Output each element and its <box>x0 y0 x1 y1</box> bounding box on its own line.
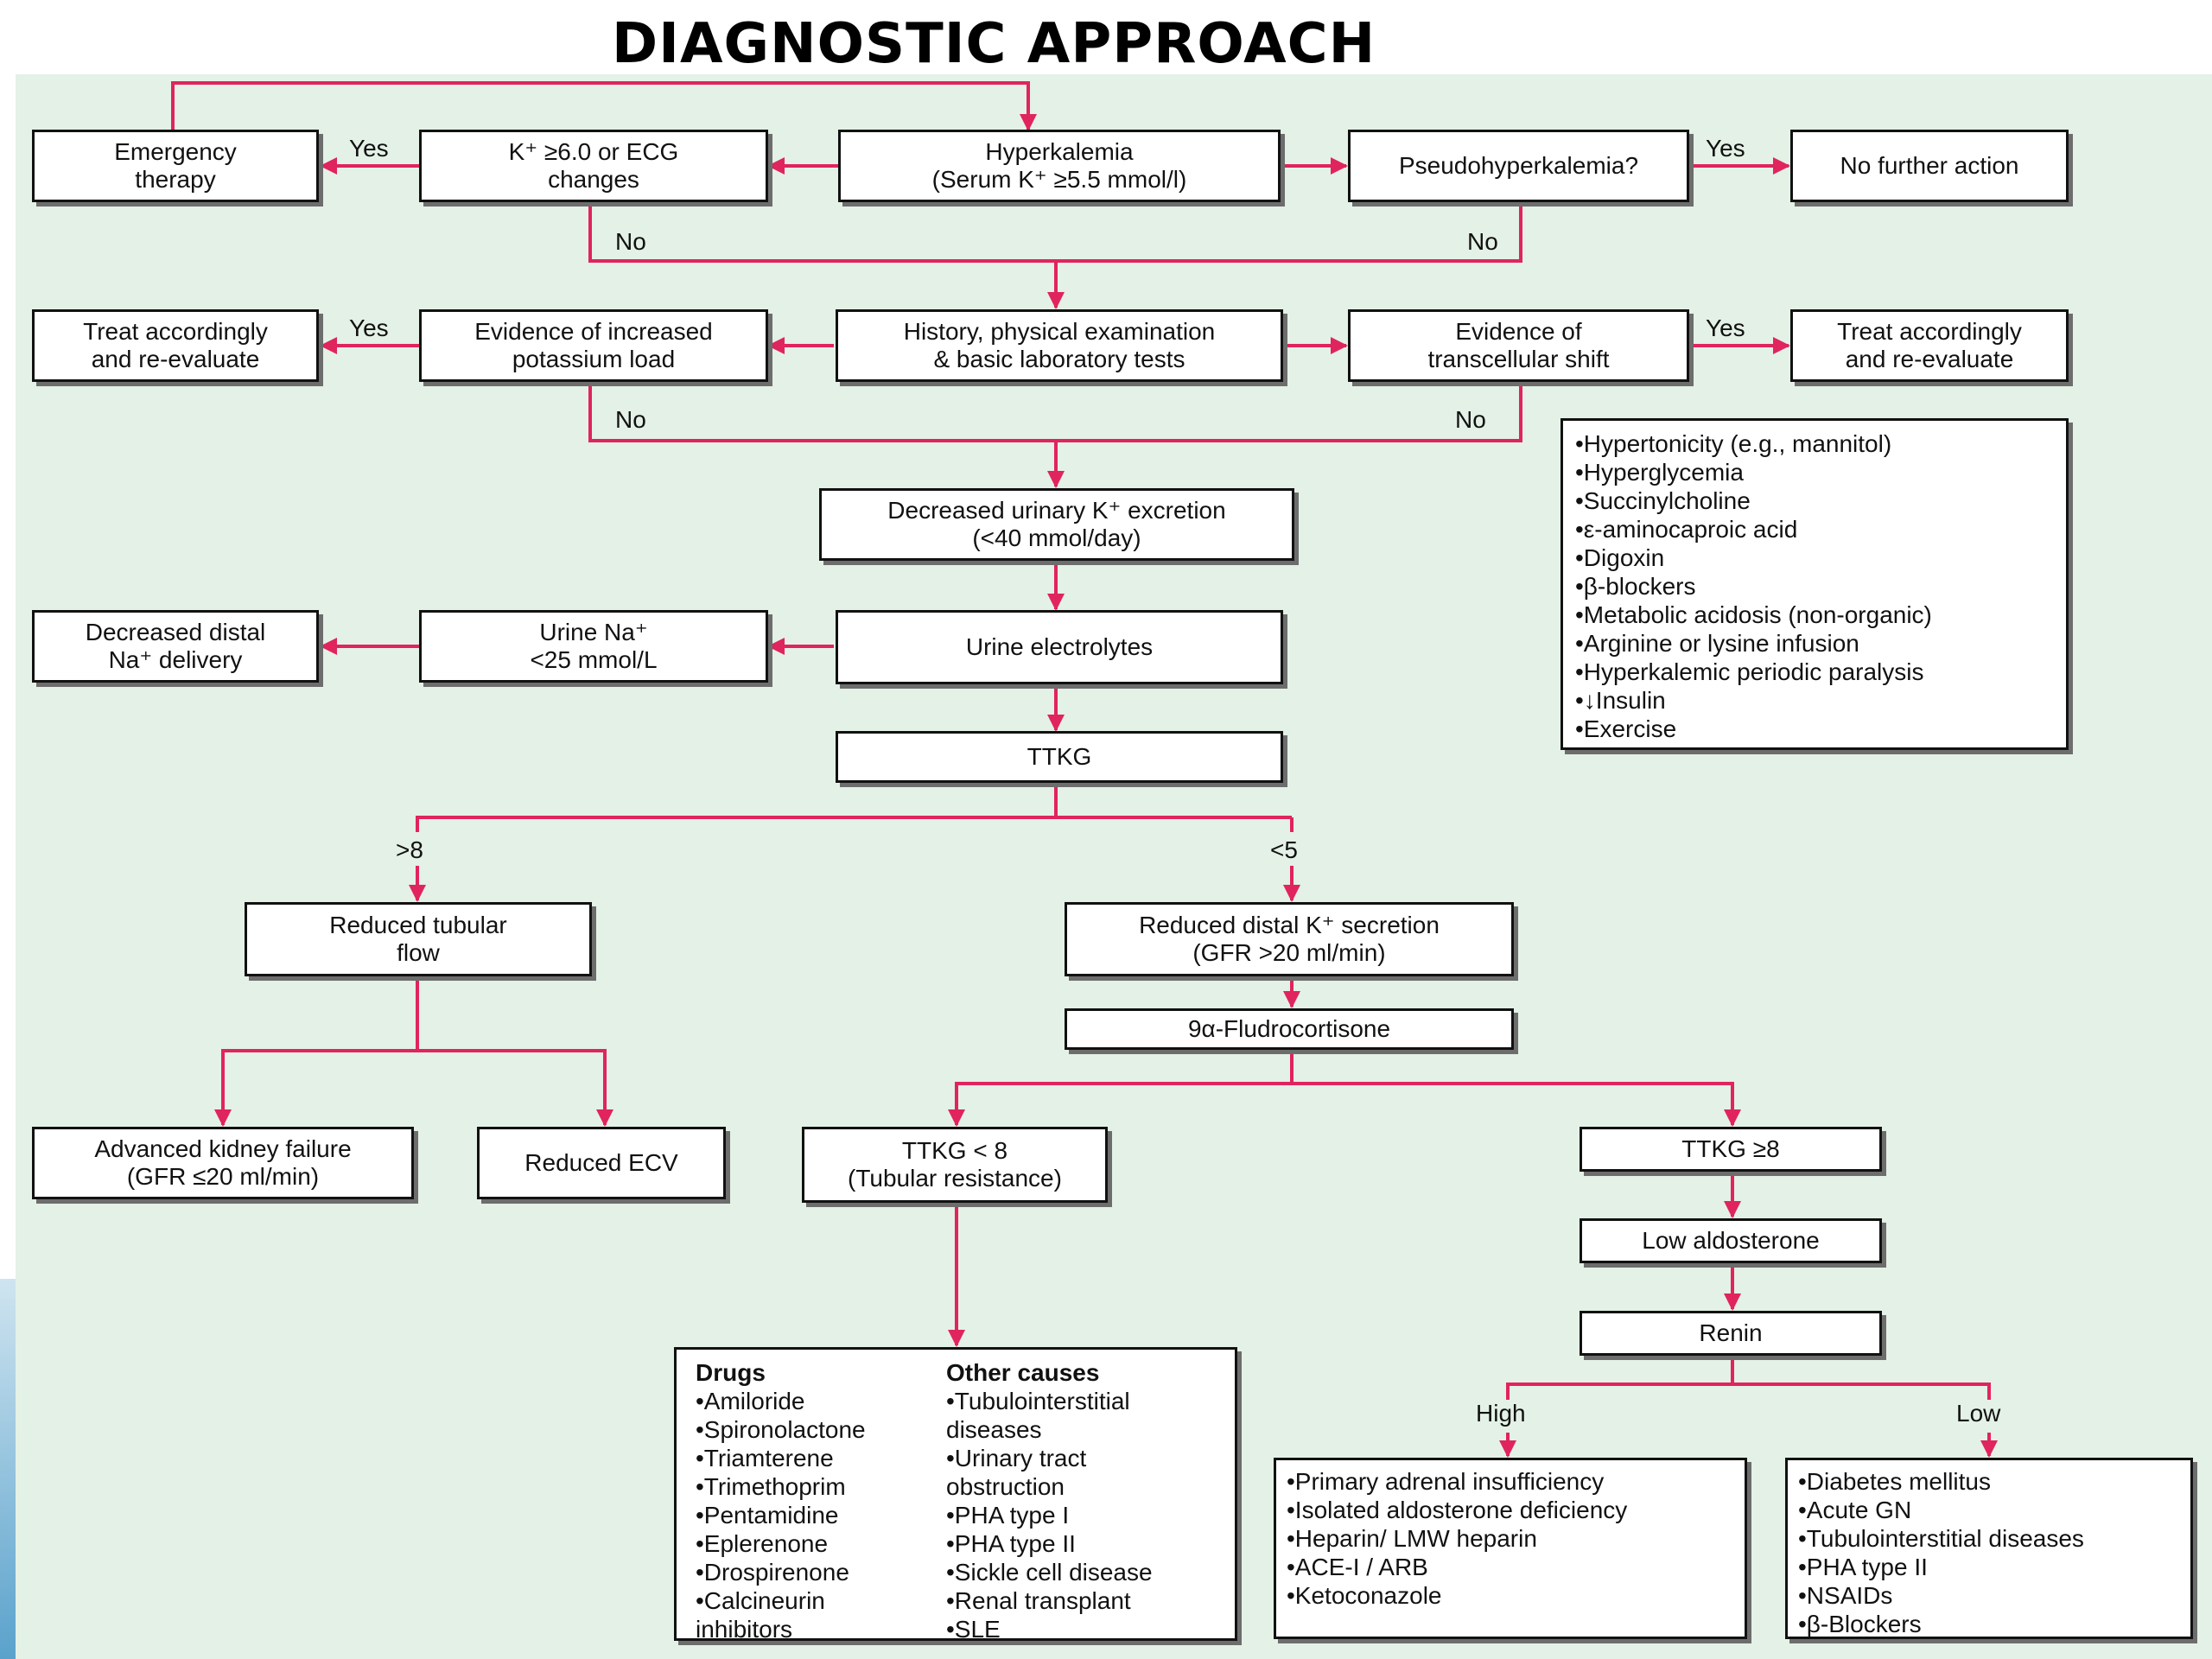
list-item: •Amiloride <box>696 1388 805 1415</box>
label-low: Low <box>1956 1400 2001 1427</box>
decorative-side-strip <box>0 1279 16 1659</box>
label-yes-pseudo: Yes <box>1706 135 1745 162</box>
label-high: High <box>1476 1400 1526 1427</box>
list-item: inhibitors <box>696 1616 793 1643</box>
box-reduced-ecv: Reduced ECV <box>477 1127 726 1199</box>
box-reduced-tubular: Reduced tubular flow <box>245 902 592 976</box>
box-hyperkalemia: Hyperkalemia (Serum K⁺ ≥5.5 mmol/l) <box>838 130 1281 202</box>
box-decreased-distal: Decreased distal Na⁺ delivery <box>32 610 319 683</box>
list-item: •β-blockers <box>1575 573 1696 601</box>
list-item: •SLE <box>946 1616 1001 1643</box>
list-item: •Primary adrenal insufficiency <box>1287 1468 1605 1495</box>
list-item: •Urinary tract <box>946 1445 1087 1472</box>
box-advanced-kidney: Advanced kidney failure (GFR ≤20 ml/min) <box>32 1127 414 1199</box>
label-no-pseudo: No <box>1467 228 1498 255</box>
list-item: •Tubulointerstitial diseases <box>1798 1525 2084 1553</box>
list-item: •Triamterene <box>696 1445 834 1472</box>
list-item: •Digoxin <box>1575 544 1665 572</box>
box-history: History, physical examination & basic la… <box>836 309 1283 382</box>
list-item: •Tubulointerstitial <box>946 1388 1130 1415</box>
box-fludrocortisone: 9α-Fludrocortisone <box>1065 1008 1514 1050</box>
box-renin: Renin <box>1580 1311 1882 1356</box>
box-ttkg-ge8: TTKG ≥8 <box>1580 1127 1882 1172</box>
list-transcellular-causes: •Hypertonicity (e.g., mannitol)•Hypergly… <box>1560 418 2069 750</box>
list-drugs-other-causes: Drugs •Amiloride•Spironolactone•Triamter… <box>674 1347 1237 1643</box>
list-low-renin-causes: •Diabetes mellitus•Acute GN•Tubulointers… <box>1785 1458 2193 1639</box>
arrow-emergency-to-hyperkalemia <box>171 81 1037 131</box>
list-item: •Acute GN <box>1798 1497 1912 1524</box>
list-high-renin-causes: •Primary adrenal insufficiency•Isolated … <box>1274 1458 1747 1639</box>
box-treat-right: Treat accordingly and re-evaluate <box>1790 309 2069 382</box>
box-ttkg: TTKG <box>836 731 1283 783</box>
list-item: •β-Blockers <box>1798 1611 1922 1638</box>
other-causes-header: Other causes <box>946 1359 1100 1386</box>
list-item: •Metabolic acidosis (non-organic) <box>1575 601 1932 629</box>
list-item: •PHA type II <box>1798 1554 1928 1581</box>
line-no-merge-2 <box>588 382 1522 442</box>
list-item: •Trimethoprim <box>696 1473 846 1501</box>
list-item: •Hyperkalemic periodic paralysis <box>1575 658 1924 686</box>
drugs-column: Drugs •Amiloride•Spironolactone•Triamter… <box>696 1358 866 1643</box>
box-transcellular: Evidence of transcellular shift <box>1348 309 1689 382</box>
list-item: •Sickle cell disease <box>946 1559 1153 1586</box>
box-urine-electrolytes: Urine electrolytes <box>836 610 1283 684</box>
list-item: •↓Insulin <box>1575 687 1666 715</box>
label-lt5: <5 <box>1270 836 1298 863</box>
list-item: •Succinylcholine <box>1575 487 1751 515</box>
list-item: •Exercise <box>1575 715 1677 743</box>
list-item: •Isolated aldosterone deficiency <box>1287 1497 1628 1524</box>
list-item: •Hyperglycemia <box>1575 459 1744 486</box>
line-tubular-split <box>221 976 605 1125</box>
list-item: diseases <box>946 1416 1042 1444</box>
list-item: •Pentamidine <box>696 1502 839 1529</box>
label-gt8: >8 <box>396 836 423 863</box>
line-no-merge-1 <box>588 202 1522 263</box>
label-yes-shift: Yes <box>1706 315 1745 341</box>
list-item: obstruction <box>946 1473 1065 1501</box>
box-treat-left: Treat accordingly and re-evaluate <box>32 309 319 382</box>
box-ttkg-lt8: TTKG < 8 (Tubular resistance) <box>802 1127 1108 1203</box>
list-item: •Spironolactone <box>696 1416 866 1444</box>
box-emergency-therapy: Emergency therapy <box>32 130 319 202</box>
list-item: •Renal transplant <box>946 1587 1131 1615</box>
list-item: •ACE-I / ARB <box>1287 1554 1428 1581</box>
drugs-header: Drugs <box>696 1359 766 1386</box>
box-reduced-distal: Reduced distal K⁺ secretion (GFR >20 ml/… <box>1065 902 1514 976</box>
label-no-load: No <box>615 406 646 433</box>
list-item: •NSAIDs <box>1798 1582 1893 1610</box>
box-pseudohyperkalemia: Pseudohyperkalemia? <box>1348 130 1689 202</box>
box-no-further-action: No further action <box>1790 130 2069 202</box>
list-item: •Heparin/ LMW heparin <box>1287 1525 1537 1553</box>
box-increased-load: Evidence of increased potassium load <box>419 309 768 382</box>
page-title: DIAGNOSTIC APPROACH <box>612 12 1376 76</box>
list-item: •Calcineurin <box>696 1587 825 1615</box>
box-decreased-urinary: Decreased urinary K⁺ excretion (<40 mmol… <box>819 488 1294 561</box>
box-k-ecg: K⁺ ≥6.0 or ECG changes <box>419 130 768 202</box>
box-urine-na: Urine Na⁺ <25 mmol/L <box>419 610 768 683</box>
list-item: •Diabetes mellitus <box>1798 1468 1992 1495</box>
list-item: •Hypertonicity (e.g., mannitol) <box>1575 430 1892 457</box>
box-low-aldosterone: Low aldosterone <box>1580 1218 1882 1263</box>
line-fludro-split <box>955 1050 1732 1125</box>
list-item: •ε-aminocaproic acid <box>1575 516 1798 543</box>
label-yes-emergency: Yes <box>349 135 389 162</box>
list-item: •PHA type I <box>946 1502 1070 1529</box>
line-renin-split <box>1506 1357 1991 1400</box>
list-item: •PHA type II <box>946 1530 1076 1558</box>
list-item: •Eplerenone <box>696 1530 829 1558</box>
label-no-shift: No <box>1455 406 1486 433</box>
list-item: •Ketoconazole <box>1287 1582 1442 1610</box>
list-item: •Arginine or lysine infusion <box>1575 630 1859 658</box>
label-no-k: No <box>615 228 646 255</box>
list-item: •Drospirenone <box>696 1559 849 1586</box>
label-yes-load: Yes <box>349 315 389 341</box>
line-ttkg-split <box>416 783 1294 832</box>
